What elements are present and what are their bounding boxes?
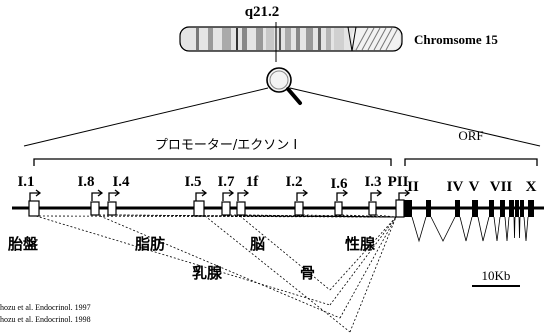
exon-label-I.5: I.5 xyxy=(184,174,201,190)
tissue-label-bone: 骨 xyxy=(300,264,315,282)
exon-label-I.4: I.4 xyxy=(112,174,130,190)
reference-2: hozu et al. Endocrinol. 1998 xyxy=(0,315,91,324)
exon-label-V: V xyxy=(469,179,480,195)
exon-label-1f: 1f xyxy=(246,174,260,190)
orf-group-label: ORF xyxy=(458,128,483,143)
promoter-group-label: プロモーター/エクソン I xyxy=(155,138,297,153)
tissue-label-fat: 脂肪 xyxy=(135,235,165,253)
exon-label-I.1: I.1 xyxy=(17,174,34,190)
exon-II-box xyxy=(404,200,412,217)
exon-label-I.8: I.8 xyxy=(77,174,94,190)
exon-label-PII: PII xyxy=(388,174,409,190)
exon-label-I.7: I.7 xyxy=(217,174,235,190)
chromosome-label: Chromsome 15 xyxy=(414,32,498,47)
promoter-arrows xyxy=(30,190,409,201)
tissue-label-brain: 脳 xyxy=(250,235,265,253)
exon-label-I.6: I.6 xyxy=(330,176,348,192)
exon-label-IV: IV xyxy=(447,179,464,195)
orf-group-bracket xyxy=(405,159,537,166)
chromosome-ideogram xyxy=(180,27,402,51)
scale-bar-label: 10Kb xyxy=(482,268,511,283)
exon-label-I.3: I.3 xyxy=(364,174,381,190)
tissue-label-placenta: 胎盤 xyxy=(8,235,39,253)
pii-exon-box xyxy=(396,200,404,217)
exon-label-X: X xyxy=(526,179,537,195)
magnifying-glass-icon xyxy=(267,51,300,103)
exon-label-VII: VII xyxy=(490,179,513,195)
orf-splice-lines xyxy=(412,217,528,241)
chromosome-band-label: q21.2 xyxy=(245,4,280,20)
exon-label-I.2: I.2 xyxy=(285,174,302,190)
reference-1: hozu et al. Endocrinol. 1997 xyxy=(0,303,91,312)
tissue-label-gonad: 性腺 xyxy=(345,235,376,253)
zoom-line-right xyxy=(290,88,540,146)
promoter-group-bracket xyxy=(34,159,391,166)
tissue-label-mammary: 乳腺 xyxy=(192,264,223,282)
